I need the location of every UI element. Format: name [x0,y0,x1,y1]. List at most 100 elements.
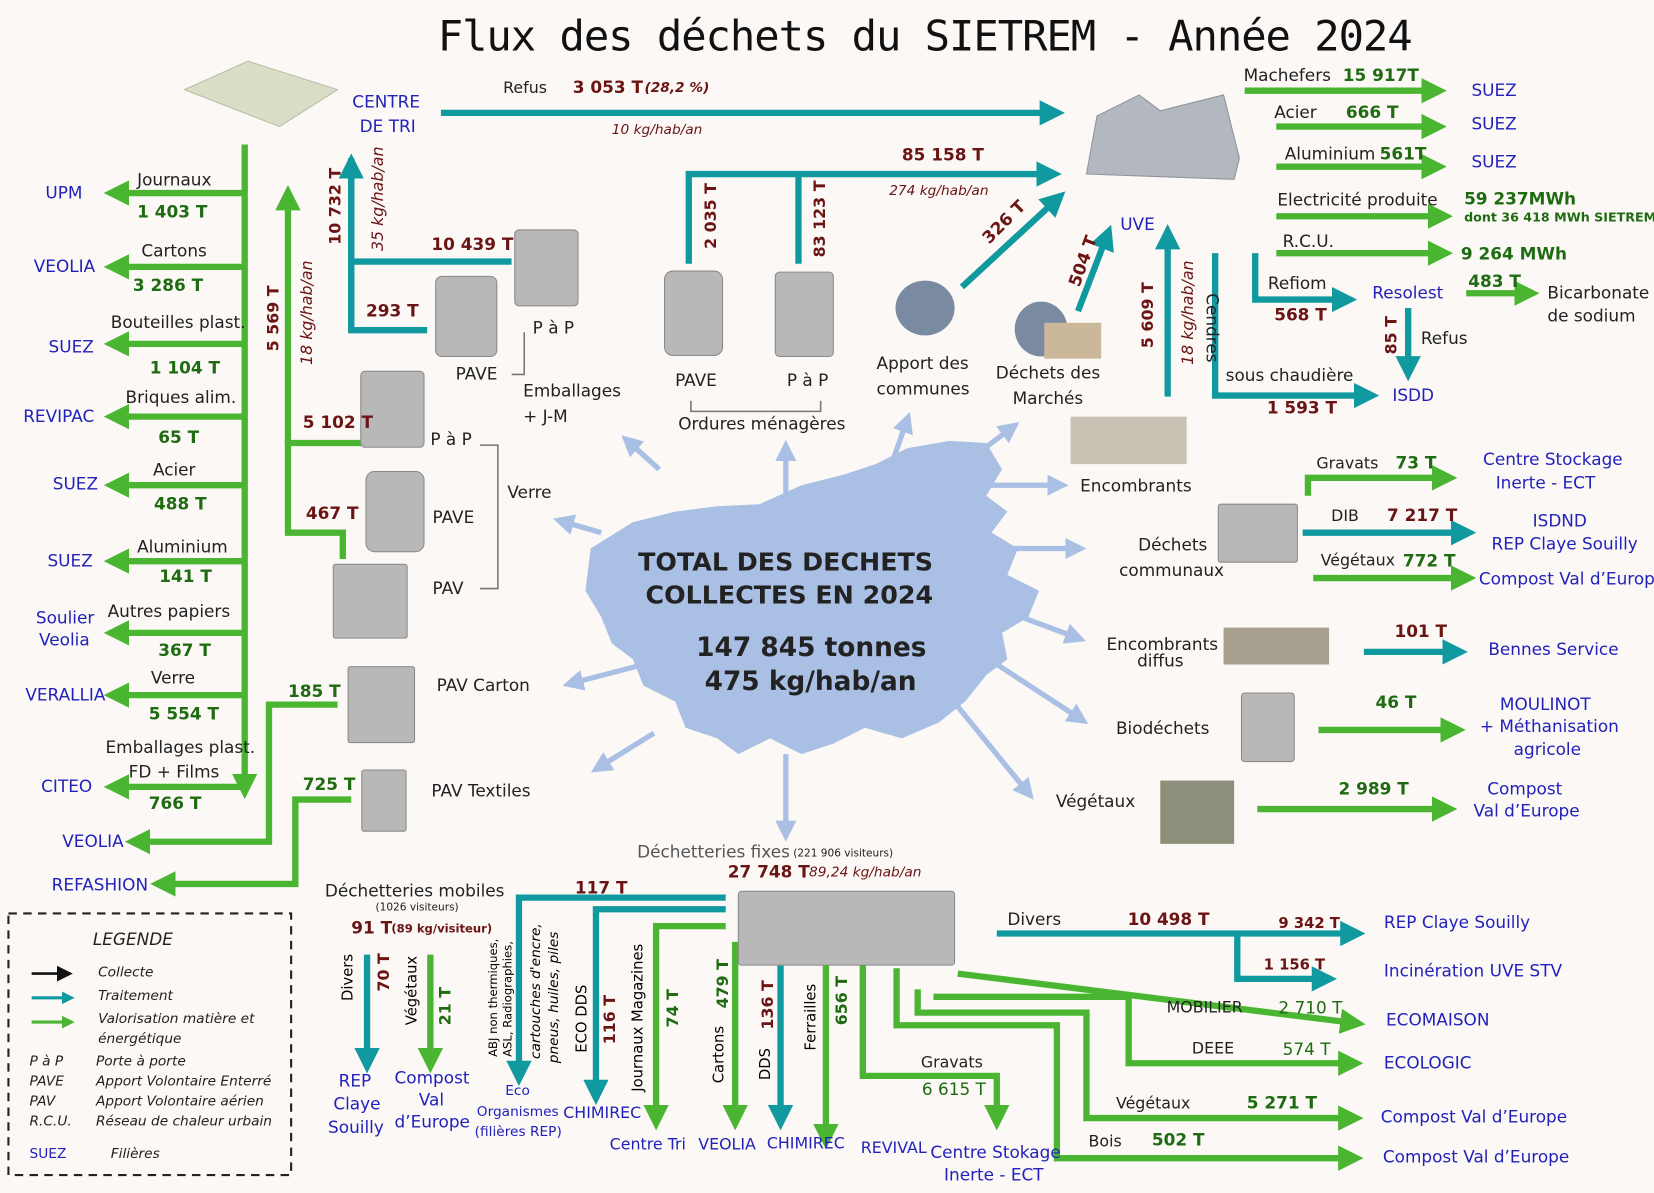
legend-abbr-pave: PAVE [29,1073,64,1090]
mobiles-divers-dest-3: Souilly [328,1117,384,1138]
diffus-tonnage: 101 T [1394,621,1448,642]
fixes-eco-dest-1: Eco [505,1083,530,1100]
tri-pap-tonnage: 10 439 T [431,234,514,255]
legend-abbr-pap-v: Porte à porte [95,1053,186,1070]
out-papiers-label: Autres papiers [107,601,231,622]
legend-abbr-pap: P à P [29,1053,64,1070]
out-bouteilles-label: Bouteilles plast. [110,312,246,333]
tri-collect-kg: 35 kg/hab/an [368,146,388,252]
mobiles-divers-label: Divers [339,953,357,1002]
mobiles-divers-dest-2: Claye [333,1093,381,1114]
uve-alu-t: 561T [1379,143,1427,164]
out-verre-label: Verre [150,667,196,688]
out-briques-dest: REVIPAC [23,406,95,427]
legend-title: LEGENDE [92,929,173,950]
fixes-deee-t: 574 T [1282,1038,1331,1060]
out-acier-dest: SUEZ [52,473,99,494]
mobiles-label: Déchetteries mobiles [324,880,505,901]
uve-label: UVE [1120,214,1155,235]
fixes-gravats-t: 6 615 T [921,1079,986,1100]
fixes-veg-label: Végétaux [1115,1093,1191,1113]
communaux-label-2: communaux [1119,560,1225,581]
fixes-divers-t2: 1 156 T [1263,956,1326,974]
fixes-eco-label-2: ASL, Radiographies, [501,941,515,1057]
uve-machefers-label: Machefers [1243,65,1331,86]
communaux-gravats-label: Gravats [1316,453,1379,473]
textile-dest: REFASHION [51,874,149,895]
om-pap-tonnage: 83 123 T [810,180,830,258]
tri-refus-pct: (28,2 %) [644,80,710,96]
vegetaux-dest-2: Val d’Europe [1473,800,1580,821]
fixes-mobilier-t: 2 710 T [1278,997,1343,1018]
mobiles-veg-dest-1: Compost [394,1067,470,1088]
out-cartons-label: Cartons [141,240,207,261]
center-total: 147 845 tonnes [696,631,927,663]
fixes-veg-dest: Compost Val d’Europe [1380,1106,1568,1127]
verre-pav-label: PAV [432,578,464,599]
vegetaux-tonnage: 2 989 T [1338,778,1409,799]
uve-acier-label: Acier [1274,102,1317,123]
bio-label: Biodéchets [1115,718,1210,739]
out-papiers-dest: Soulier [35,607,95,628]
fixes-eco-label-4: pneus, huiles, piles [546,931,563,1064]
legend-valorisation-2: énergétique [98,1031,182,1048]
mobiles-tonnage: 91 T [351,917,393,938]
fixes-divers-dest-2: Incinération UVE STV [1383,960,1563,981]
uve-rcu-label: R.C.U. [1282,231,1334,252]
uve-refiom-label: Refiom [1267,273,1327,294]
legend-traitement: Traitement [98,988,173,1005]
fixes-label: Déchetteries fixes [637,841,790,862]
out-briques-label: Briques alim. [125,387,237,408]
mobiles-veg-label: Végétaux [403,955,421,1026]
emballages-label-2: + J-M [523,406,568,427]
legend-abbr-pav: PAV [29,1093,56,1110]
uve-isdd: ISDD [1392,385,1435,406]
communaux-dib-label: DIB [1331,506,1359,526]
communaux-veg-label: Végétaux [1320,550,1396,570]
uve-elec-value: 59 237MWh [1464,188,1577,209]
out-acier-t: 488 T [154,493,207,514]
encombrants-label: Encombrants [1080,475,1192,496]
fixes-gravats-label: Gravats [920,1052,983,1072]
fixes-visiteurs: (221 906 visiteurs) [793,848,894,860]
uve-rcu-value: 9 264 MWh [1460,243,1568,264]
centre-tri-icon [183,60,339,128]
out-aluminium-label: Aluminium [137,536,228,557]
uve-collect-kg: 18 kg/hab/an [1178,260,1198,365]
verre-label: Verre [507,482,552,503]
bio-dest-3: agricole [1513,739,1581,760]
verre-total-tonnage: 5 569 T [263,285,283,352]
territory-blob [585,440,1039,755]
uve-machefers-dest: SUEZ [1471,80,1517,101]
uve-alu-label: Aluminium [1284,143,1376,164]
legend-filiere-key: SUEZ [29,1146,67,1163]
center-title-1: TOTAL DES DECHETS [638,547,934,577]
fixes-ecodds-t: 116 T [600,994,620,1045]
out-journaux-dest: UPM [45,182,83,203]
mobiles-visiteurs: (1026 visiteurs) [375,901,459,914]
out-bouteilles-dest: SUEZ [48,336,94,357]
uve-cendres-label: Cendres [1202,293,1223,363]
uve-bic-label-2: de sodium [1547,305,1636,326]
mobiles-kg: (89 kg/visiteur) [391,921,493,936]
out-emb-plast-label-2: FD + Films [128,761,220,782]
textile-tonnage: 725 T [302,774,356,795]
uve-bic-t: 483 T [1468,271,1521,292]
mobiles-divers-t: 70 T [374,953,394,992]
verre-pap-tonnage: 5 102 T [302,412,373,433]
mobiles-veg-t: 21 T [435,986,455,1026]
communaux-dib-dest-1: ISDND [1532,510,1587,531]
center-kg: 475 kg/hab/an [704,665,917,697]
out-aluminium-t: 141 T [159,566,212,587]
fixes-ferr-dest: REVIVAL [860,1138,927,1158]
mobiles-veg-dest-3: d’Europe [394,1111,470,1132]
tri-pap-label: P à P [532,317,575,338]
communaux-dib-dest-2: REP Claye Souilly [1491,533,1638,554]
out-emb-plast-dest: CITEO [41,776,93,797]
uve-collect-tonnage: 5 609 T [1138,282,1158,349]
tri-refus-tonnage: 3 053 T [572,77,643,98]
fixes-eco-dest-2: Organismes [476,1104,559,1121]
fixes-mobilier-label: MOBILIER [1166,997,1243,1017]
out-papiers-dest-2: Veolia [39,629,90,650]
